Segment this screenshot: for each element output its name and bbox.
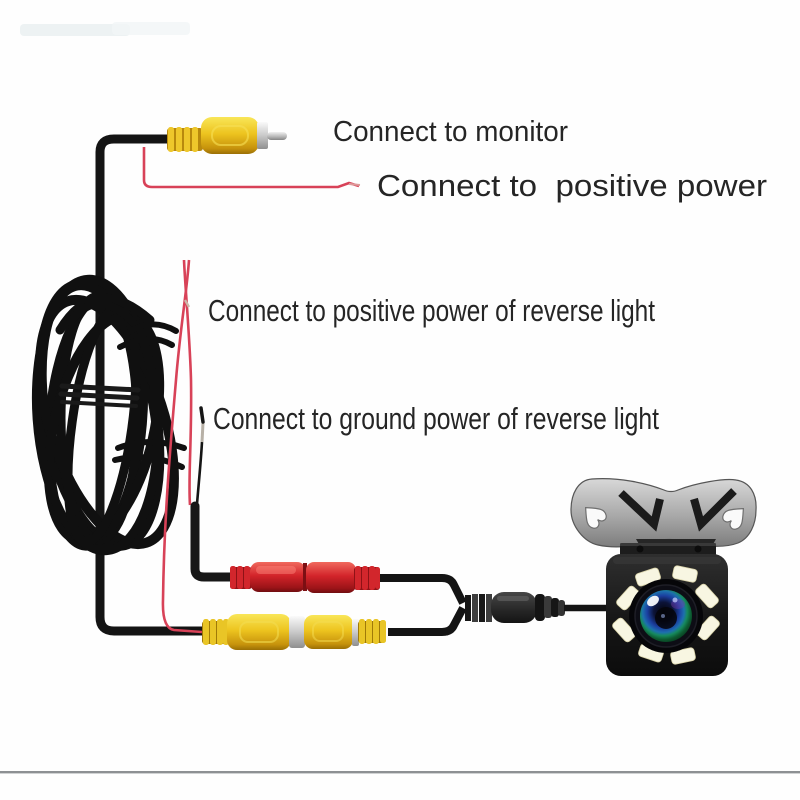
coupler-rib (217, 619, 223, 645)
positive-power-wire (142, 147, 361, 189)
plug-collar (257, 122, 268, 149)
hinge-highlight (620, 543, 716, 546)
camera-led (672, 565, 698, 583)
camera-led (670, 647, 696, 665)
barrel-highlight (497, 596, 529, 601)
lens-pupil (655, 607, 677, 629)
bottom-divider (0, 771, 800, 774)
coupler-rib (373, 619, 379, 644)
label-reverse-light-positive: Connect to positive power of reverse lig… (208, 293, 655, 328)
camera-lens (629, 579, 703, 653)
cable-coil (31, 274, 187, 556)
power-rca-coupler (230, 562, 467, 605)
camera-led (695, 583, 719, 609)
positive-power-wire-tip (348, 183, 361, 186)
reverse-positive-wire-b (161, 259, 203, 634)
coupler-rib (210, 619, 216, 645)
labels: Connect to monitor Connect to positive p… (208, 116, 767, 436)
coupler-rib (369, 566, 375, 590)
plug-rib (192, 127, 198, 152)
lens-highlight-small (672, 597, 678, 603)
coil-tie (60, 400, 138, 408)
coupler-rib (359, 619, 365, 644)
barrel-ring (551, 598, 559, 617)
coil-tie (59, 383, 141, 393)
coupler-male-body (250, 562, 306, 592)
camera-barrel-connector (465, 592, 608, 623)
coil-loose-end (122, 321, 179, 338)
label-reverse-light-ground: Connect to ground power of reverse light (213, 401, 659, 436)
barrel-rib (465, 595, 471, 621)
watermark-smudge (20, 22, 190, 36)
coupler-collar (352, 619, 359, 646)
reverse-light-leads (161, 259, 236, 634)
power-coupler-cable (380, 574, 467, 605)
plug-rib (184, 127, 190, 152)
coupler-rib (355, 566, 361, 590)
ground-wire-cap (199, 406, 205, 424)
plug-body (201, 117, 259, 154)
coupler-female-body (304, 615, 353, 649)
coil-loose-end (117, 336, 175, 350)
camera-led (612, 617, 636, 643)
coupler-female-body (306, 562, 356, 593)
camera-mounting-bracket (570, 478, 757, 556)
coupler-seam (303, 563, 307, 591)
barrel-ring (535, 594, 545, 621)
coupler-rib (380, 620, 386, 643)
coupler-rib (244, 566, 250, 589)
eye-cutout-left (618, 490, 664, 532)
camera-body-highlight (613, 557, 721, 564)
coupler-emboss (239, 621, 279, 643)
coil-loose-end (112, 454, 185, 470)
coupler-rib (366, 619, 372, 644)
coil-loose-end (115, 439, 187, 451)
ground-wire (195, 441, 204, 505)
lens-highlight (647, 595, 659, 607)
camera-hinge (620, 543, 716, 556)
coupler-collar (289, 616, 305, 648)
positive-power-wire-line (142, 147, 360, 189)
wire-joint (183, 299, 191, 308)
barrel-rib (486, 594, 492, 622)
lens-center-glint (661, 614, 665, 618)
coupler-rib (362, 566, 368, 590)
coupler-highlight (256, 566, 296, 574)
label-monitor: Connect to monitor (333, 116, 568, 148)
eye-cutout-right (690, 488, 737, 532)
label-positive-power: Connect to positive power (377, 168, 767, 203)
ground-wire-exposed-tip (200, 422, 205, 443)
plug-rib (168, 127, 174, 152)
camera-led (696, 615, 720, 641)
monitor-rca-plug (167, 117, 287, 154)
rear-view-camera (606, 554, 728, 676)
barrel-ring (558, 600, 565, 616)
plug-pin (267, 132, 287, 140)
hinge-pin (636, 545, 644, 553)
plug-emboss (211, 125, 249, 146)
video-coupler-cable (388, 606, 467, 636)
coupler-rib (230, 566, 236, 589)
coupler-rib (237, 566, 243, 589)
coupler-emboss (312, 621, 344, 642)
barrel-ring (544, 596, 552, 618)
coupler-rib (375, 567, 380, 589)
plug-rib (176, 127, 182, 152)
power-cable-sleeve (190, 501, 236, 582)
coupler-male-body (227, 614, 291, 650)
barrel-rib (479, 594, 485, 622)
coupler-rib (203, 619, 209, 645)
video-rca-coupler (202, 606, 467, 650)
main-video-cable (95, 134, 204, 636)
barrel-rib (472, 594, 478, 622)
coil-tie (58, 391, 140, 401)
hinge-pin (694, 545, 702, 553)
